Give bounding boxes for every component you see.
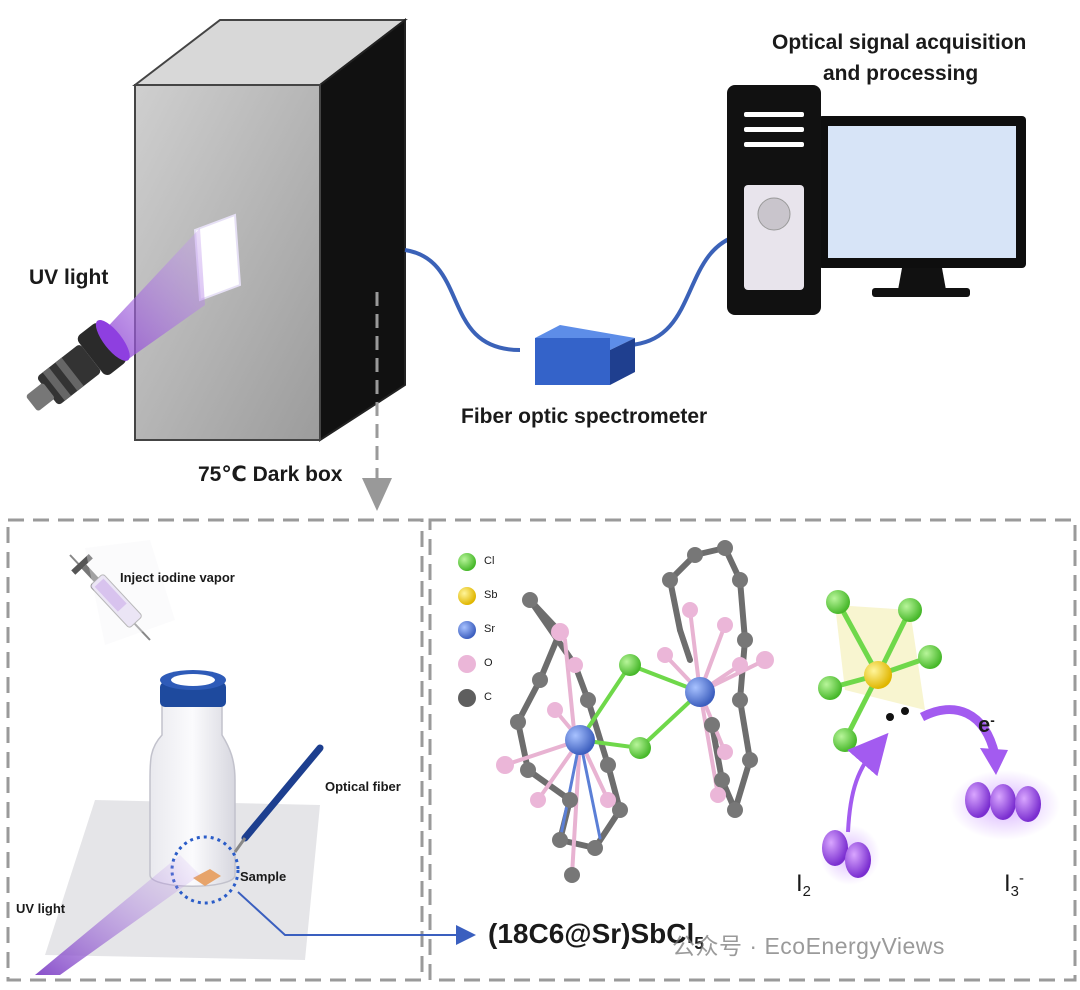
electron-base: e [978, 712, 991, 737]
sample-highlight [170, 835, 240, 905]
inject-label: Inject iodine vapor [120, 570, 235, 585]
optical-fiber-probe [233, 744, 324, 853]
i3-base: I [1004, 870, 1011, 897]
i2-label: I2 [796, 870, 811, 901]
legend-cl: Cl [484, 555, 495, 567]
panel-left [6, 518, 424, 982]
compound-formula: (18C6@Sr)SbCl5 [488, 918, 704, 954]
uv-light-label-bottom: UV light [16, 901, 66, 916]
fiber-cable [404, 233, 741, 352]
electron-sup: - [990, 712, 995, 728]
i2-molecule [820, 732, 889, 885]
connector-arrow [237, 891, 476, 945]
uv-light-label: UV light [29, 266, 109, 289]
legend-c: C [484, 691, 492, 703]
uv-beam-bottom [35, 855, 200, 975]
computer-label-line1: Optical signal acquisition [772, 31, 1027, 54]
watermark: 公众号 · EcoEnergyViews [672, 933, 945, 959]
dark-box-label: 75℃ Dark box [198, 463, 343, 486]
legend-sb: Sb [484, 589, 498, 601]
spectrometer-icon [535, 325, 635, 385]
computer-icon [727, 85, 1026, 315]
i3-sub: 3 [1010, 884, 1019, 901]
legend-o: O [484, 657, 493, 669]
i2-base: I [796, 870, 803, 897]
formula-subscript: 5 [694, 933, 704, 954]
i3-molecule [950, 770, 1060, 840]
optical-fiber-label: Optical fiber [325, 779, 401, 794]
spectrometer-label: Fiber optic spectrometer [461, 405, 708, 428]
sample-chip [193, 869, 221, 886]
dark-box [132, 17, 408, 442]
i3-label: I3- [1004, 870, 1024, 901]
uv-flashlight-icon [26, 228, 205, 411]
sbcl5-pyramid [818, 590, 942, 752]
syringe-icon [69, 540, 175, 645]
crystal-structure [496, 540, 774, 883]
i2-sub: 2 [802, 884, 811, 901]
legend-dots [458, 553, 476, 707]
electron-arrow [919, 705, 1008, 775]
formula-main: (18C6@Sr)SbCl [488, 918, 695, 949]
sample-label: Sample [240, 869, 287, 884]
i3-sup: - [1018, 870, 1024, 887]
panel-right [428, 518, 1077, 982]
legend-sr: Sr [484, 623, 495, 635]
electron-label: e- [978, 712, 995, 738]
computer-label-line2: and processing [823, 62, 979, 85]
vial-icon [149, 670, 236, 887]
